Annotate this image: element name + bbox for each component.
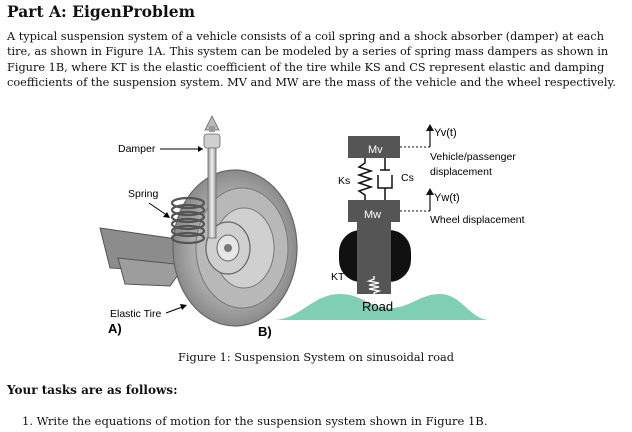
label-spring: Spring [128, 188, 159, 200]
figure-b-schematic [273, 124, 490, 320]
damper-cs-cylinder [377, 175, 393, 189]
label-elastic-tire: Elastic Tire [110, 308, 162, 320]
paragraph-line: tire, as shown in Figure 1A. This system… [7, 45, 609, 59]
spring-kt [366, 276, 382, 295]
coil-spring [170, 196, 206, 245]
label-damper: Damper [118, 143, 156, 155]
paragraph-line: coefficients of the suspension system. M… [7, 76, 616, 90]
tasks-heading: Your tasks are as follows: [7, 383, 178, 397]
label-mass-wheel: Mw [364, 209, 381, 221]
damper-rod [207, 142, 217, 239]
mass-wheel-block [348, 200, 400, 222]
section-title: Part A: EigenProblem [7, 2, 195, 21]
panel-label-a: A) [108, 321, 122, 336]
yw-arrow-head [426, 188, 434, 195]
label-yv-desc-2: displacement [430, 166, 492, 178]
label-yv: Yv(t) [434, 127, 457, 139]
label-ks: Ks [338, 175, 350, 187]
lower-arm [117, 257, 186, 287]
label-yw: Yw(t) [434, 192, 460, 204]
road-surface [273, 294, 490, 320]
figure-a-illustration [99, 115, 298, 327]
arrow-damper [198, 146, 203, 152]
damper-top-mount [203, 133, 221, 149]
panel-label-b: B) [258, 324, 272, 339]
wheel-hub-block [357, 222, 391, 294]
hub-center [224, 244, 232, 252]
paragraph-line: Figure 1B, where KT is the elastic coeff… [7, 60, 605, 74]
suspension-figure: Damper Spring Elastic Tire A) [99, 115, 525, 339]
label-yv-desc-1: Vehicle/passenger [430, 151, 516, 163]
task-item: 1. Write the equations of motion for the… [22, 414, 488, 428]
intro-paragraph: A typical suspension system of a vehicle… [7, 29, 629, 91]
yv-arrow-head [426, 124, 434, 131]
paragraph-line: A typical suspension system of a vehicle… [7, 30, 604, 43]
label-yw-desc: Wheel displacement [430, 214, 525, 226]
arrow-elastic-tire [180, 304, 187, 310]
label-road: Road [362, 299, 393, 314]
leader-spring [148, 202, 169, 217]
arrow-spring [163, 212, 170, 218]
label-mass-vehicle: Mv [368, 144, 383, 156]
label-kt: KT [331, 271, 345, 283]
damper-nut [209, 126, 215, 132]
label-cs: Cs [401, 172, 414, 184]
mass-vehicle-block [348, 136, 400, 158]
spring-ks [356, 158, 374, 200]
figure-caption: Figure 1: Suspension System on sinusoida… [178, 351, 454, 364]
